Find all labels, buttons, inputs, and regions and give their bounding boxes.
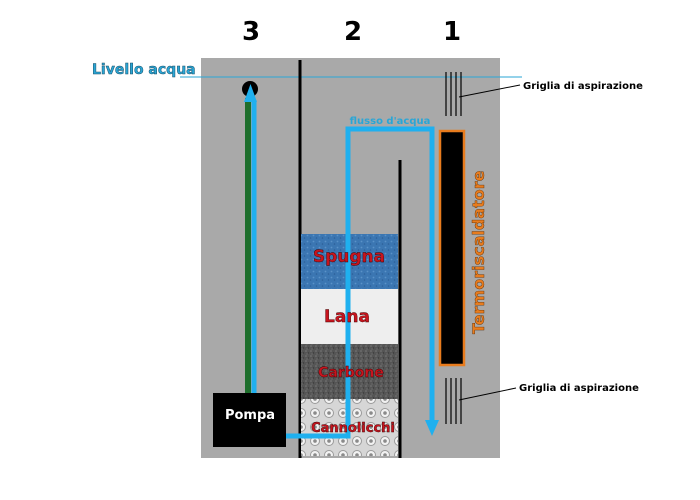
water-flow-path	[251, 100, 435, 439]
intake-grille-top-pointer	[458, 84, 521, 98]
intake-grille-top-label: Griglia di aspirazione	[523, 81, 643, 92]
pump	[213, 393, 286, 447]
media-label-wool: Lana	[324, 307, 370, 327]
column-number-1: 1	[443, 17, 461, 47]
heater	[438, 129, 466, 367]
intake-grille-bottom-pointer	[458, 387, 517, 401]
media-label-carbon: Carbone	[318, 365, 384, 381]
flow-label: flusso d'acqua	[350, 116, 431, 127]
column-number-2: 2	[344, 17, 362, 47]
intake-grille-bottom-label: Griglia di aspirazione	[519, 383, 639, 394]
media-label-ceramic: Cannolicchi	[311, 421, 395, 436]
heater-label: Termoriscaldatore	[469, 170, 488, 334]
column-number-3: 3	[242, 17, 260, 47]
intake-grille-bottom	[445, 378, 462, 424]
media-label-sponge: Spugna	[313, 247, 385, 267]
water-level-label: Livello acqua	[92, 62, 196, 78]
return-pipe	[245, 98, 251, 436]
pump-label: Pompa	[225, 408, 275, 423]
flow-arrowhead-up	[244, 84, 257, 102]
flow-arrowhead-down	[425, 420, 439, 436]
intake-grille-top	[445, 72, 462, 116]
